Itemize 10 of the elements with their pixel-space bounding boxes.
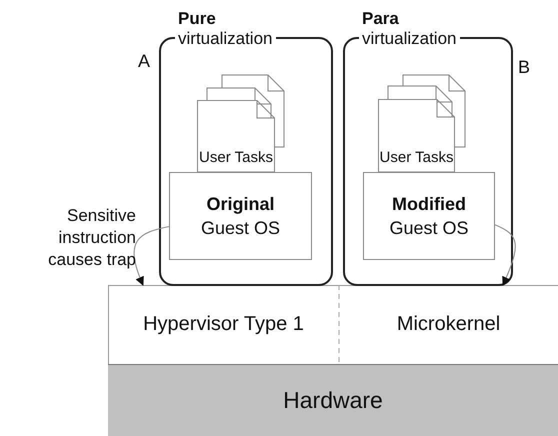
layer-cell: Microkernel	[339, 285, 558, 364]
layer-cell: Hypervisor Type 1	[108, 285, 339, 364]
curved-arrow	[494, 224, 516, 286]
guest-os-box: Original Guest OS	[169, 172, 312, 260]
frame-letter: B	[518, 57, 530, 77]
guest-os-box: Modified Guest OS	[363, 172, 495, 260]
edge-label: Sensitive instruction causes trap	[47, 204, 136, 271]
hardware-layer: Hardware	[108, 364, 558, 436]
frame-letter: A	[138, 51, 150, 71]
curved-arrow	[134, 226, 170, 286]
